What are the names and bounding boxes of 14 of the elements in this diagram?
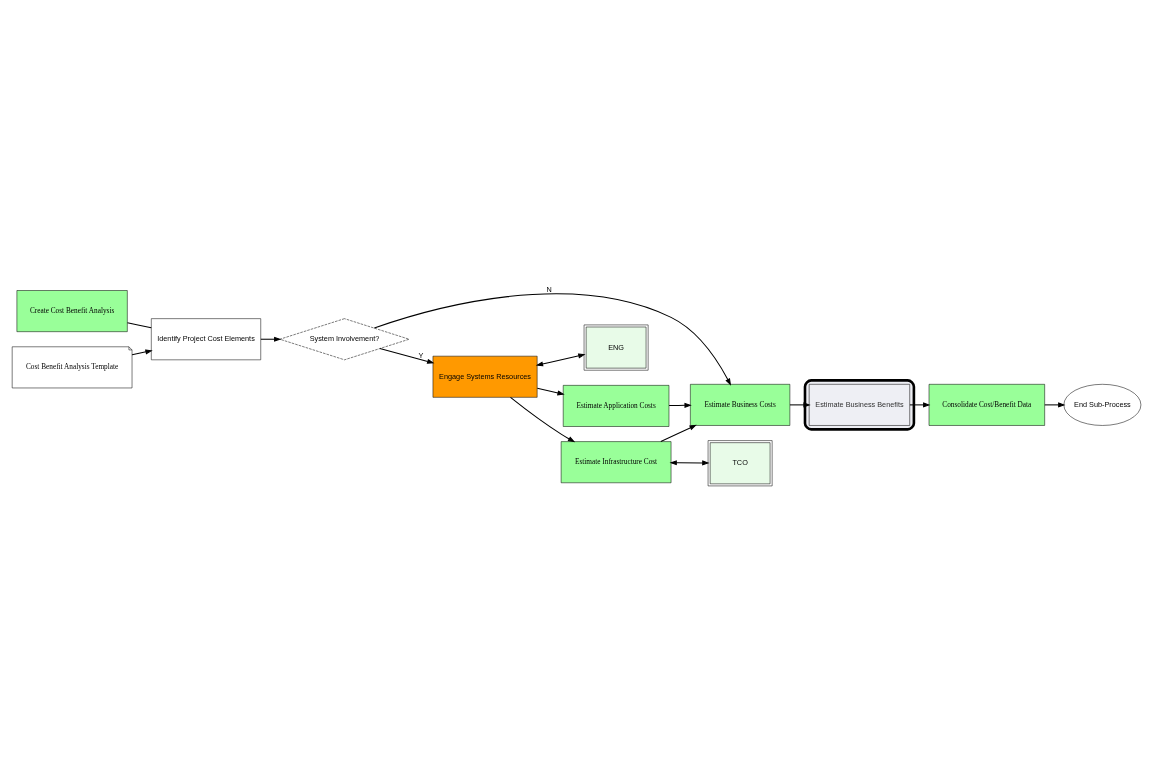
arrow <box>789 401 811 407</box>
arrow <box>260 336 282 342</box>
arrow <box>1044 401 1066 407</box>
arrow <box>536 387 565 395</box>
arrow <box>535 352 586 366</box>
arrow <box>909 401 931 407</box>
arrow <box>669 459 710 465</box>
arrow <box>131 348 153 355</box>
arrow <box>660 424 697 442</box>
connector <box>126 321 152 328</box>
arrow <box>509 396 576 442</box>
arrow <box>668 402 692 408</box>
arrow <box>373 292 732 386</box>
arrow <box>379 347 435 364</box>
